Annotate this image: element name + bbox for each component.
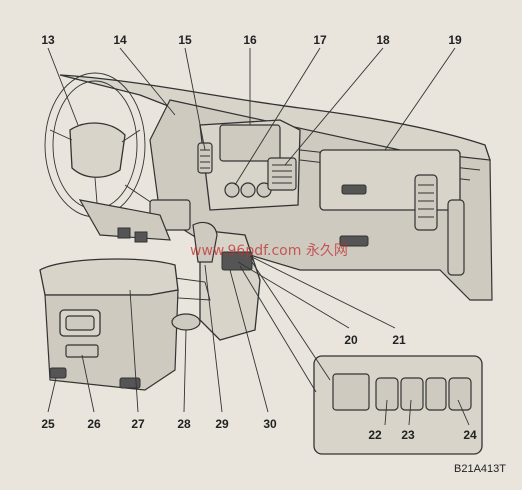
center-vent-left bbox=[197, 142, 213, 174]
knee-panel-switch-a bbox=[117, 227, 131, 239]
side-vent-right bbox=[414, 174, 438, 231]
callout-19: 19 bbox=[448, 33, 462, 47]
callout-23: 23 bbox=[401, 428, 415, 442]
display-screen bbox=[219, 124, 281, 162]
callout-21: 21 bbox=[392, 333, 406, 347]
inset-blank-panel bbox=[332, 373, 370, 411]
callout-15: 15 bbox=[178, 33, 192, 47]
callout-26: 26 bbox=[87, 417, 101, 431]
center-vent-right bbox=[267, 157, 297, 191]
callout-29: 29 bbox=[215, 417, 229, 431]
rear-vent-right bbox=[119, 377, 141, 389]
callout-24: 24 bbox=[463, 428, 477, 442]
knee-panel-switch-b bbox=[134, 231, 148, 243]
floor-cup-holder bbox=[171, 313, 201, 331]
inset-switch-23 bbox=[400, 377, 424, 411]
callout-16: 16 bbox=[243, 33, 257, 47]
control-knob-left bbox=[224, 182, 240, 198]
glove-box-handle bbox=[341, 184, 367, 195]
watermark: www.96pdf.com 永久网 bbox=[190, 243, 348, 259]
inset-switch-22 bbox=[375, 377, 399, 411]
floor-console-lid bbox=[39, 258, 179, 296]
figure-code: B21A413T bbox=[454, 463, 506, 475]
inset-switch-24 bbox=[448, 377, 472, 411]
callout-17: 17 bbox=[313, 33, 327, 47]
rear-vent-left bbox=[49, 367, 67, 379]
console-cup-holder-inner bbox=[65, 315, 95, 331]
shift-lever bbox=[192, 221, 218, 263]
steering-wheel-hub bbox=[69, 122, 126, 178]
callout-18: 18 bbox=[376, 33, 390, 47]
callout-22: 22 bbox=[368, 428, 382, 442]
lower-dash-switch bbox=[339, 235, 369, 247]
door-panel-edge bbox=[447, 199, 465, 276]
callout-13: 13 bbox=[41, 33, 55, 47]
inset-blank-switch bbox=[425, 377, 447, 411]
callout-27: 27 bbox=[131, 417, 145, 431]
callout-25: 25 bbox=[41, 417, 55, 431]
control-knob-center bbox=[240, 182, 256, 198]
callout-14: 14 bbox=[113, 33, 127, 47]
leader-lines bbox=[47, 47, 470, 426]
callout-30: 30 bbox=[263, 417, 277, 431]
callout-20: 20 bbox=[344, 333, 358, 347]
glove-box bbox=[319, 149, 461, 211]
callout-28: 28 bbox=[177, 417, 191, 431]
knee-panel bbox=[78, 199, 171, 241]
